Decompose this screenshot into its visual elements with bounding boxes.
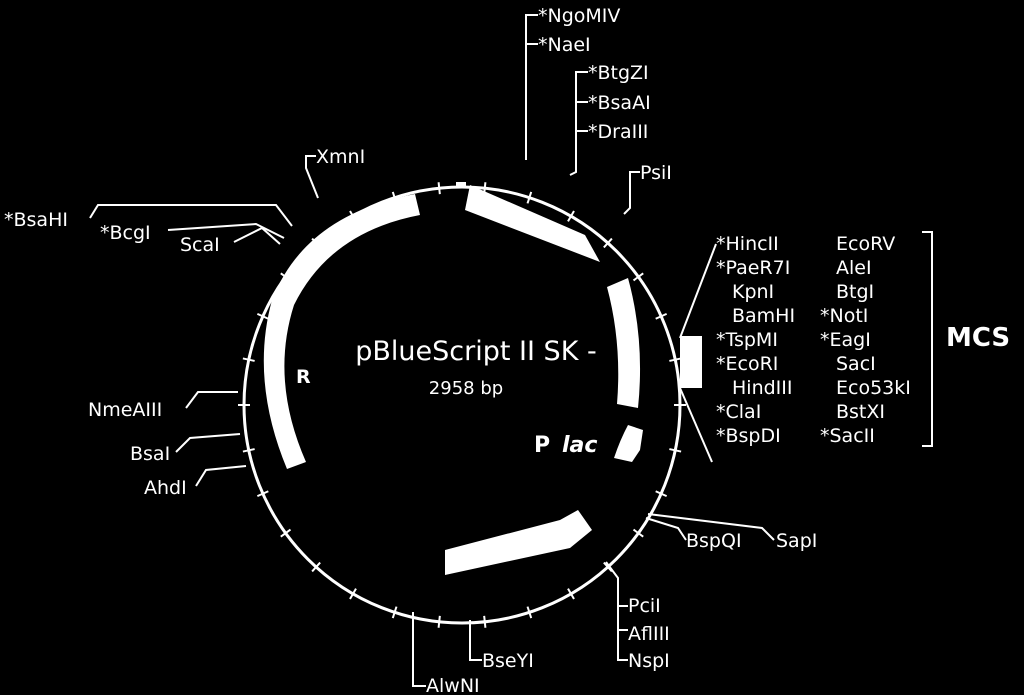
mcs-left-site: *PaeR7I <box>716 257 790 279</box>
leader-bcgi <box>167 222 285 239</box>
plasmid-size: 2958 bp <box>429 378 503 399</box>
backbone-tick <box>256 312 269 320</box>
site-psil: PsiI <box>640 162 672 184</box>
backbone-tick <box>483 615 487 628</box>
leader-sapi <box>647 513 775 541</box>
backbone-tick <box>632 528 644 538</box>
backbone-tick <box>256 490 269 498</box>
mcs-left-site: *EcoRI <box>716 353 778 375</box>
site-bsai: BsaI <box>130 443 170 465</box>
backbone-tick <box>669 448 682 453</box>
backbone-tick <box>567 588 575 600</box>
promoter-prefix: P <box>534 433 550 458</box>
mcs-right-site: *SacII <box>820 425 875 447</box>
backbone-tick <box>242 448 255 453</box>
mcs-left-site: KpnI <box>732 281 774 303</box>
leader-bsahi <box>89 204 293 227</box>
backbone-tick <box>567 210 575 222</box>
backbone-tick <box>655 312 668 320</box>
mcs-right-site: BtgI <box>836 281 874 303</box>
site-bseyi: BseYI <box>482 650 534 672</box>
mcs-left-site: *HincII <box>716 233 779 255</box>
promoter-name: lac <box>562 433 597 458</box>
backbone-tick <box>242 357 255 362</box>
mcs-tick-block <box>680 336 702 388</box>
mcs-fan-bottom <box>679 387 713 463</box>
feature-arcs <box>263 182 643 575</box>
mcs-right-site: *NotI <box>820 305 868 327</box>
site-btgzi: *BtgZI <box>588 62 649 84</box>
site-sapi: SapI <box>776 530 817 552</box>
backbone-tick <box>526 606 533 619</box>
mcs-fan-top <box>679 243 717 339</box>
mcs-right-site: SacI <box>836 353 876 375</box>
backbone-tick <box>603 561 613 573</box>
leader-lines <box>89 14 933 687</box>
leader-ahdi <box>195 465 247 487</box>
leader-alwni <box>412 612 426 687</box>
site-bsahi: *BsaHI <box>4 209 68 231</box>
mcs-left-column: *HincII *PaeR7I KpnI BamHI *TspMI *EcoRI… <box>716 233 795 447</box>
leader-bspqi <box>645 517 687 541</box>
site-afliii: AflIII <box>628 623 670 645</box>
backbone-tick <box>349 588 357 600</box>
site-ngomiv: *NgoMIV <box>538 5 620 27</box>
backbone-tick <box>669 357 682 362</box>
plac-arrow <box>614 425 643 462</box>
backbone-tick <box>437 615 441 628</box>
feature-letter: R <box>296 366 311 388</box>
backbone-tick <box>437 182 441 195</box>
mcs-bracket <box>922 231 933 447</box>
leader-bsai <box>175 433 241 453</box>
site-pcii: PciI <box>628 595 661 617</box>
backbone-tick <box>280 528 292 538</box>
site-nspi: NspI <box>628 650 670 672</box>
site-naei: *NaeI <box>538 34 591 56</box>
leader-nspi <box>617 630 628 661</box>
backbone-tick <box>632 272 644 282</box>
site-labels: *NgoMIV *NaeI *BtgZI *BsaAI *DraIII PsiI… <box>4 5 817 695</box>
site-alwni: AlwNI <box>426 675 480 695</box>
mcs-left-site: *BspDI <box>716 425 781 447</box>
mcs-left-site: HindIII <box>732 377 792 399</box>
mcs-right-site: *EagI <box>820 329 871 351</box>
leader-nmeaiii <box>185 391 238 409</box>
mcs-left-site: *ClaI <box>716 401 761 423</box>
mcs-right-site: EcoRV <box>836 233 895 255</box>
site-nmeaiii: NmeAIII <box>88 399 162 421</box>
backbone-tick <box>603 237 613 249</box>
leader-bseyi <box>469 620 482 661</box>
feature-arc-right <box>607 278 641 408</box>
mcs-left-site: *TspMI <box>716 329 778 351</box>
mcs-label: MCS <box>946 323 1010 353</box>
feature-arc-top-stub <box>456 182 466 188</box>
feature-arc-top <box>465 185 600 262</box>
site-ahdi: AhdI <box>144 477 187 499</box>
site-bsaai: *BsaAI <box>588 92 651 114</box>
mcs-right-site: BstXI <box>836 401 885 423</box>
leader-pcii <box>605 561 628 631</box>
site-dralll: *DraIII <box>588 121 648 143</box>
site-scai: ScaI <box>180 234 220 256</box>
leader-psil <box>623 171 640 215</box>
backbone-tick <box>311 561 321 573</box>
leader-btgzi <box>569 71 588 176</box>
mcs-left-site: BamHI <box>732 305 795 327</box>
backbone-tick <box>526 191 533 204</box>
leader-scai <box>233 226 281 245</box>
leader-xmni <box>305 155 319 199</box>
backbone-tick <box>655 490 668 498</box>
mcs-right-site: AleI <box>836 257 872 279</box>
feature-arc-left <box>263 194 420 469</box>
backbone-tick <box>391 606 398 619</box>
feature-arc-bottom <box>445 510 592 575</box>
site-bspqi: BspQI <box>686 530 742 552</box>
leader-ngomiv <box>525 14 538 160</box>
mcs-right-column: EcoRV AleI BtgI *NotI *EagI SacI Eco53kI… <box>820 233 911 447</box>
site-xmni: XmnI <box>316 146 365 168</box>
plasmid-name: pBlueScript II SK - <box>355 336 596 367</box>
site-bcgi: *BcgI <box>100 222 151 244</box>
mcs-right-site: Eco53kI <box>836 377 911 399</box>
